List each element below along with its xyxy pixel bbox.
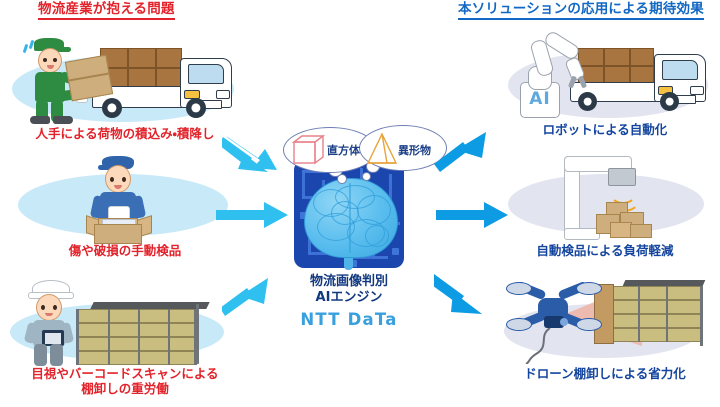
effects-heading: 本ソリューションの応用による期待効果 <box>458 2 704 20</box>
arrow-out-bottom <box>434 274 482 314</box>
illustration-manual-loading <box>8 28 238 128</box>
thought-dot-small <box>337 174 347 184</box>
ntt-data-logo: NTT DaTa <box>300 310 398 329</box>
illustration-manual-stocktaking <box>8 276 238 368</box>
brain-stem <box>344 248 353 270</box>
illustration-auto-inspection <box>498 152 714 244</box>
ai-badge: AI <box>529 89 551 109</box>
illustration-robot-automation: AI <box>498 26 714 126</box>
cube-icon <box>292 134 326 165</box>
arrow-out-middle <box>436 202 508 228</box>
caption-manual-inspection: 傷や破損の手動検品 <box>68 243 182 258</box>
drone-tether <box>525 328 551 364</box>
illustration-drone-stocktaking <box>498 276 714 368</box>
label-irregular: 異形物 <box>398 144 431 157</box>
engine-title: 物流画像判別 AIエンジン <box>309 274 388 305</box>
caption-auto-inspection: 自動検品による負荷軽減 <box>536 243 674 258</box>
caption-manual-stocktaking: 目視やバーコードスキャンによる 棚卸しの重労働 <box>31 366 219 396</box>
arrow-in-bottom <box>222 278 268 316</box>
pyramid-icon <box>366 132 398 164</box>
arrow-out-top <box>434 132 486 172</box>
arrow-in-middle <box>216 202 288 228</box>
arrow-in-top <box>222 136 277 172</box>
caption-robot-automation: ロボットによる自動化 <box>542 122 668 137</box>
illustration-manual-inspection <box>8 152 238 244</box>
problems-heading: 物流産業が抱える問題 <box>38 2 175 20</box>
label-cuboid: 直方体 <box>327 144 360 157</box>
caption-drone-stocktaking: ドローン棚卸しによる省力化 <box>524 366 686 381</box>
caption-manual-loading: 人手による荷物の積込み・積降し <box>35 126 215 141</box>
brain-icon <box>304 178 398 258</box>
thought-dot-right-small <box>362 172 371 181</box>
